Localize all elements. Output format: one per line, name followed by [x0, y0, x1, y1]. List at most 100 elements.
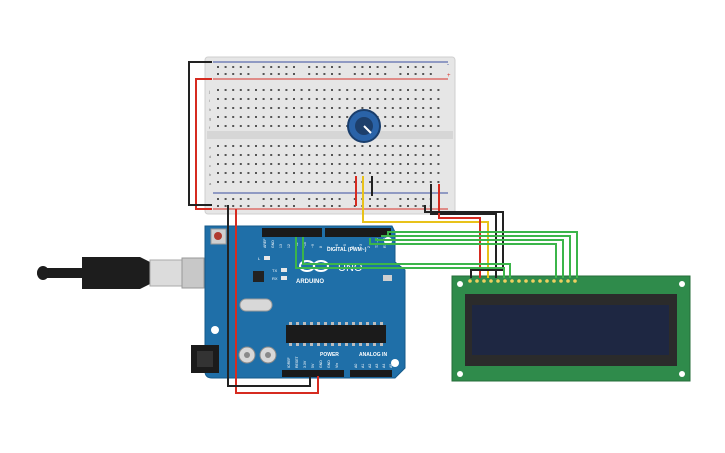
- terminal-hole: [369, 89, 371, 91]
- terminal-hole: [399, 116, 402, 118]
- rail-hole: [232, 66, 235, 68]
- terminal-hole: [262, 181, 265, 183]
- chip-pin: [289, 322, 292, 325]
- terminal-hole: [376, 98, 379, 100]
- rail-hole: [323, 66, 326, 68]
- wire-black-rail-left[interactable]: [188, 61, 212, 206]
- rail-hole: [239, 73, 242, 75]
- wire-green-d12[interactable]: [295, 237, 505, 278]
- terminal-hole: [224, 154, 227, 156]
- terminal-hole: [414, 125, 417, 127]
- row-letter: e: [209, 145, 212, 150]
- lcd-16x2-display[interactable]: [451, 275, 691, 382]
- terminal-hole: [414, 98, 417, 100]
- terminal-hole: [376, 107, 379, 109]
- terminal-hole: [346, 116, 349, 118]
- terminal-hole: [437, 181, 440, 183]
- rail-hole: [308, 198, 311, 200]
- wire-green-d11[interactable]: [302, 237, 511, 278]
- rail-hole: [376, 66, 379, 68]
- rail-hole: [262, 198, 265, 200]
- mounting-hole: [391, 359, 399, 367]
- rail-hole: [422, 66, 425, 68]
- rail-hole: [293, 205, 295, 207]
- terminal-hole: [232, 181, 235, 183]
- terminal-hole: [217, 98, 219, 100]
- digital-label: DIGITAL (PWM~): [327, 247, 367, 253]
- terminal-hole: [255, 107, 257, 109]
- usb-cable-icon: [82, 257, 150, 289]
- terminal-hole: [323, 172, 326, 174]
- terminal-hole: [338, 181, 341, 183]
- rail-hole: [270, 205, 273, 207]
- terminal-hole: [384, 163, 387, 165]
- terminal-hole: [247, 89, 250, 91]
- potentiometer[interactable]: [347, 109, 381, 143]
- terminal-hole: [407, 107, 409, 109]
- terminal-hole: [293, 154, 295, 156]
- terminal-hole: [277, 125, 280, 127]
- wire-black-gnd[interactable]: [227, 205, 311, 387]
- terminal-hole: [262, 89, 265, 91]
- capacitor-icon: [265, 352, 271, 358]
- chip-pin: [345, 322, 348, 325]
- rail-hole: [315, 205, 318, 207]
- digital-pin-label: ~3: [359, 244, 363, 248]
- chip-pin: [331, 322, 334, 325]
- chip-pin: [324, 343, 327, 346]
- wire-red-lcd-vcc[interactable]: [438, 184, 481, 278]
- wire-red-rail-left[interactable]: [195, 78, 212, 210]
- terminal-hole: [224, 107, 227, 109]
- terminal-hole: [437, 98, 440, 100]
- wire-red-5v[interactable]: [235, 209, 319, 394]
- wire-pot-yellow[interactable]: [362, 176, 489, 278]
- wire-green-d4[interactable]: [375, 238, 564, 278]
- capacitor-icon: [244, 352, 250, 358]
- wire-green-d2[interactable]: [387, 231, 578, 278]
- terminal-hole: [369, 163, 371, 165]
- terminal-hole: [255, 154, 257, 156]
- terminal-hole: [308, 89, 311, 91]
- lcd-mount-hole: [457, 371, 463, 377]
- terminal-hole: [437, 172, 440, 174]
- terminal-hole: [346, 98, 349, 100]
- terminal-hole: [239, 107, 242, 109]
- rail-hole: [308, 66, 311, 68]
- chip-pin: [303, 322, 306, 325]
- chip-pin: [380, 343, 383, 346]
- power-label: POWER: [320, 352, 339, 358]
- lcd-pin: [517, 279, 521, 283]
- wire-green-d3[interactable]: [381, 235, 571, 278]
- terminal-hole: [391, 163, 394, 165]
- terminal-hole: [217, 89, 219, 91]
- terminal-hole: [437, 163, 440, 165]
- terminal-hole: [323, 145, 326, 147]
- rail-hole: [224, 205, 227, 207]
- terminal-hole: [308, 107, 311, 109]
- terminal-hole: [239, 98, 242, 100]
- terminal-hole: [270, 163, 273, 165]
- rail-hole: [247, 198, 250, 200]
- analog-pin-label: A5: [389, 364, 393, 368]
- terminal-hole: [255, 116, 257, 118]
- wire-green-d5[interactable]: [369, 238, 557, 278]
- terminal-hole: [391, 125, 394, 127]
- terminal-hole: [437, 154, 440, 156]
- rail-hole: [262, 205, 265, 207]
- lcd-pin: [545, 279, 549, 283]
- rail-hole: [353, 66, 356, 68]
- terminal-hole: [255, 125, 257, 127]
- chip-pin: [352, 322, 355, 325]
- rail-hole: [270, 198, 273, 200]
- rail-hole: [293, 198, 295, 200]
- reset-button-cap: [214, 232, 222, 240]
- chip-pin: [310, 343, 313, 346]
- usb-cable[interactable]: [37, 257, 205, 289]
- terminal-hole: [247, 125, 250, 127]
- wire-black-lcd-gnd[interactable]: [430, 184, 497, 278]
- chip-pin: [296, 322, 299, 325]
- digital-pin-label: AREF: [263, 239, 267, 248]
- terminal-hole: [353, 154, 356, 156]
